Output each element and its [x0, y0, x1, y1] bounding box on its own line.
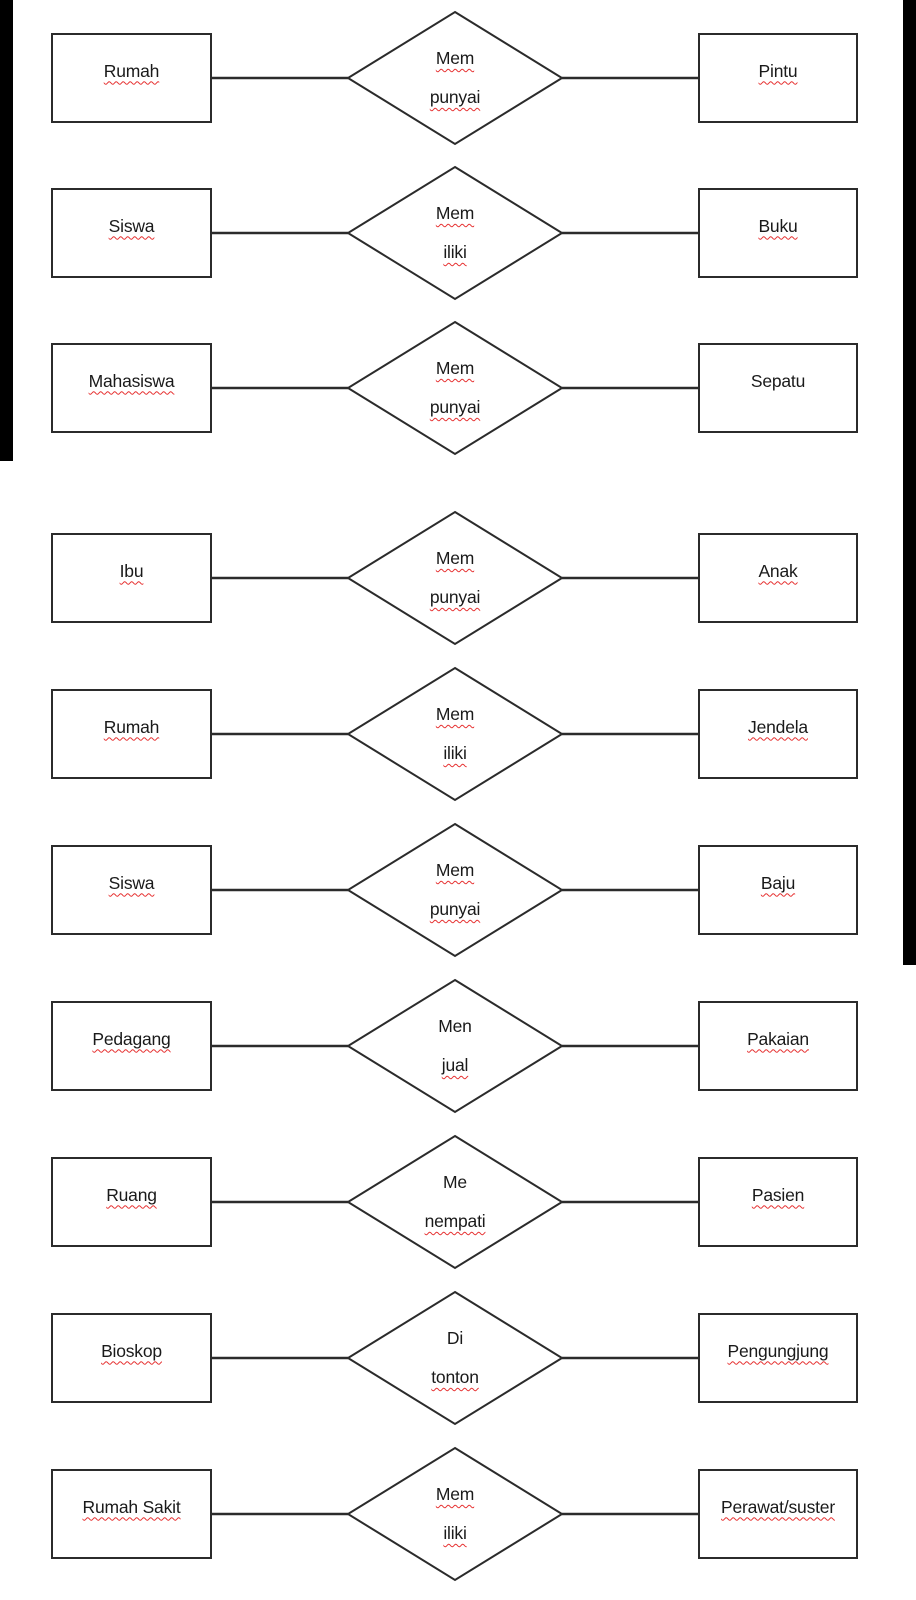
- er-row: Mahasiswa Mem punyai Sepatu: [0, 320, 916, 456]
- relationship-diamond: [212, 1134, 698, 1270]
- right-entity-box: Baju: [698, 845, 858, 935]
- er-row: Pedagang Men jual Pakaian: [0, 978, 916, 1114]
- left-entity-box: Pedagang: [51, 1001, 212, 1091]
- left-entity-box: Siswa: [51, 845, 212, 935]
- relationship-word-2: iliki: [443, 1523, 467, 1543]
- relationship-word-1: Di: [446, 1328, 464, 1348]
- left-entity-box: Ruang: [51, 1157, 212, 1247]
- left-entity-box: Ibu: [51, 533, 212, 623]
- left-entity-label: Mahasiswa: [88, 370, 175, 391]
- relationship-label: Di tonton: [348, 1290, 562, 1426]
- left-entity-box: Rumah: [51, 33, 212, 123]
- left-entity-label: Rumah Sakit: [82, 1496, 181, 1517]
- relationship-label: Mem punyai: [348, 320, 562, 456]
- left-entity-label: Pedagang: [92, 1028, 171, 1049]
- left-entity-box: Rumah: [51, 689, 212, 779]
- left-entity-box: Bioskop: [51, 1313, 212, 1403]
- er-row: Rumah Mem iliki Jendela: [0, 666, 916, 802]
- relationship-label: Mem iliki: [348, 1446, 562, 1582]
- relationship-diamond: [212, 320, 698, 456]
- relationship-label: Men jual: [348, 978, 562, 1114]
- relationship-word-1: Mem: [435, 1484, 475, 1504]
- er-row: Rumah Mem punyai Pintu: [0, 10, 916, 146]
- relationship-label: Me nempati: [348, 1134, 562, 1270]
- right-entity-box: Buku: [698, 188, 858, 278]
- relationship-label: Mem punyai: [348, 510, 562, 646]
- scan-artifact-bar-left: [0, 0, 13, 461]
- left-entity-label: Bioskop: [101, 1340, 162, 1361]
- relationship-diamond: [212, 510, 698, 646]
- relationship-word-2: punyai: [429, 587, 481, 607]
- left-entity-box: Mahasiswa: [51, 343, 212, 433]
- relationship-word-2: iliki: [443, 242, 467, 262]
- relationship-word-1: Mem: [435, 358, 475, 378]
- relationship-word-1: Men: [438, 1016, 472, 1036]
- er-row: Ruang Me nempati Pasien: [0, 1134, 916, 1270]
- er-row: Siswa Mem punyai Baju: [0, 822, 916, 958]
- relationship-diamond: [212, 1446, 698, 1582]
- relationship-word-2: punyai: [429, 397, 481, 417]
- relationship-word-1: Mem: [435, 704, 475, 724]
- right-entity-box: Pintu: [698, 33, 858, 123]
- right-entity-box: Sepatu: [698, 343, 858, 433]
- right-entity-box: Pakaian: [698, 1001, 858, 1091]
- relationship-word-2: nempati: [424, 1211, 486, 1231]
- er-row: Ibu Mem punyai Anak: [0, 510, 916, 646]
- right-entity-box: Pengungjung: [698, 1313, 858, 1403]
- relationship-label: Mem punyai: [348, 10, 562, 146]
- relationship-word-2: punyai: [429, 87, 481, 107]
- left-entity-box: Rumah Sakit: [51, 1469, 212, 1559]
- right-entity-label: Baju: [760, 872, 796, 893]
- relationship-word-1: Mem: [435, 548, 475, 568]
- er-row: Rumah Sakit Mem iliki Perawat/suster: [0, 1446, 916, 1582]
- right-entity-label: Pengungjung: [727, 1340, 829, 1361]
- left-entity-box: Siswa: [51, 188, 212, 278]
- relationship-diamond: [212, 978, 698, 1114]
- relationship-word-2: tonton: [431, 1367, 479, 1387]
- relationship-label: Mem punyai: [348, 822, 562, 958]
- right-entity-box: Perawat/suster: [698, 1469, 858, 1559]
- right-entity-label: Anak: [758, 560, 798, 581]
- right-entity-label: Pakaian: [747, 1028, 809, 1049]
- left-entity-label: Ruang: [106, 1184, 157, 1205]
- right-entity-box: Anak: [698, 533, 858, 623]
- er-row: Siswa Mem iliki Buku: [0, 165, 916, 301]
- left-entity-label: Siswa: [108, 215, 155, 236]
- right-entity-label: Perawat/suster: [721, 1496, 835, 1517]
- left-entity-label: Rumah: [103, 716, 160, 737]
- left-entity-label: Ibu: [119, 560, 144, 581]
- er-row: Bioskop Di tonton Pengungjung: [0, 1290, 916, 1426]
- right-entity-label: Buku: [758, 215, 798, 236]
- right-entity-label: Sepatu: [750, 370, 806, 391]
- right-entity-label: Pasien: [751, 1184, 805, 1205]
- right-entity-box: Jendela: [698, 689, 858, 779]
- relationship-diamond: [212, 1290, 698, 1426]
- relationship-word-1: Mem: [435, 48, 475, 68]
- relationship-word-1: Mem: [435, 860, 475, 880]
- relationship-diamond: [212, 822, 698, 958]
- relationship-word-2: jual: [441, 1055, 469, 1075]
- relationship-word-1: Me: [443, 1172, 467, 1192]
- left-entity-label: Rumah: [103, 60, 160, 81]
- relationship-diamond: [212, 165, 698, 301]
- relationship-word-2: iliki: [443, 743, 467, 763]
- left-entity-label: Siswa: [108, 872, 155, 893]
- right-entity-label: Jendela: [748, 716, 808, 737]
- relationship-label: Mem iliki: [348, 165, 562, 301]
- relationship-diamond: [212, 10, 698, 146]
- relationship-word-2: punyai: [429, 899, 481, 919]
- relationship-word-1: Mem: [435, 203, 475, 223]
- relationship-label: Mem iliki: [348, 666, 562, 802]
- right-entity-label: Pintu: [758, 60, 798, 81]
- relationship-diamond: [212, 666, 698, 802]
- right-entity-box: Pasien: [698, 1157, 858, 1247]
- scan-artifact-bar-right: [903, 0, 916, 965]
